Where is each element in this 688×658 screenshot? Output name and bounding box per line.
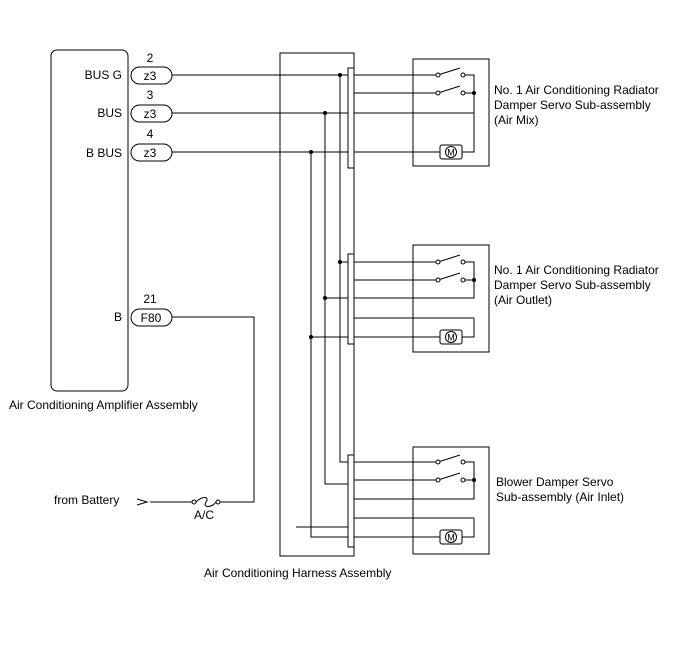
pin-number-bus: 3 [147, 88, 154, 102]
servo-3-switch-2 [437, 472, 461, 481]
servo-1-switch-2 [437, 85, 461, 94]
servo-2-motor-icon [439, 329, 463, 345]
battery-arrow [136, 498, 149, 506]
pin-number-bbus: 4 [147, 127, 154, 141]
servo-1-motor-icon [439, 144, 463, 160]
servo-3-motor-letter: M [447, 533, 455, 543]
connector-code-bbus: z3 [144, 146, 157, 160]
harness-connector-1 [347, 67, 355, 169]
servo-3-label-line-1: Blower Damper Servo [496, 475, 614, 489]
servo-3-wire-c [354, 480, 475, 500]
servo-2-label-line-2: Damper Servo Sub-assembly [494, 278, 651, 292]
terminal-name-busg: BUS G [85, 68, 122, 82]
connector-code-bus: z3 [144, 107, 157, 121]
terminal-name-b: B [114, 310, 122, 324]
servo-1-wire-c [354, 93, 475, 114]
pin-number-busg: 2 [147, 51, 154, 65]
battery-label: from Battery [54, 493, 119, 507]
fuse-symbol [195, 497, 217, 507]
bus-vertical-bus [324, 113, 348, 485]
servo-2-label-line-3: (Air Outlet) [494, 293, 552, 307]
servo-2-motor-letter: M [447, 333, 455, 343]
amplifier-label: Air Conditioning Amplifier Assembly [9, 398, 198, 412]
servo-2-wire-c [354, 280, 475, 299]
servo-2-wire-a [354, 261, 475, 280]
servo-1-label-line-3: (Air Mix) [494, 113, 539, 127]
servo-1-wire-d [354, 113, 475, 153]
servo-2-switch-1 [437, 254, 461, 263]
terminal-name-bbus: B BUS [86, 146, 122, 160]
harness-label: Air Conditioning Harness Assembly [204, 566, 391, 580]
harness-box [279, 52, 355, 557]
amplifier-box [50, 49, 129, 392]
harness-connector-2 [347, 253, 355, 345]
harness-connector-3 [347, 454, 355, 548]
servo-1-switch-1 [437, 67, 461, 76]
servo-1-motor-letter: M [447, 148, 455, 158]
servo-3-wire-d [354, 518, 475, 538]
connector-code-b: F80 [141, 311, 162, 325]
servo-2-wire-d [354, 318, 475, 338]
bus-vertical-bbus [310, 152, 348, 538]
pin-number-b: 21 [143, 292, 157, 306]
servo-3-motor-icon [439, 529, 463, 545]
servo-2-switch-2 [437, 272, 461, 281]
connector-code-busg: z3 [144, 69, 157, 83]
servo-3-switch-1 [437, 454, 461, 463]
junction-dots [309, 73, 476, 482]
terminal-name-bus: BUS [97, 106, 122, 120]
servo-3-wire-a [354, 461, 475, 480]
wire-b [172, 316, 255, 503]
servo-3-box [412, 446, 490, 555]
bus-vertical-busg [339, 75, 348, 463]
servo-1-label-line-1: No. 1 Air Conditioning Radiator [494, 83, 659, 97]
servo-3-label-line-2: Sub-assembly (Air Inlet) [496, 490, 624, 504]
servo-1-label-line-2: Damper Servo Sub-assembly [494, 98, 651, 112]
fuse-label: A/C [194, 508, 214, 522]
servo-1-wire-a [354, 74, 475, 93]
servo-2-label-line-1: No. 1 Air Conditioning Radiator [494, 263, 659, 277]
